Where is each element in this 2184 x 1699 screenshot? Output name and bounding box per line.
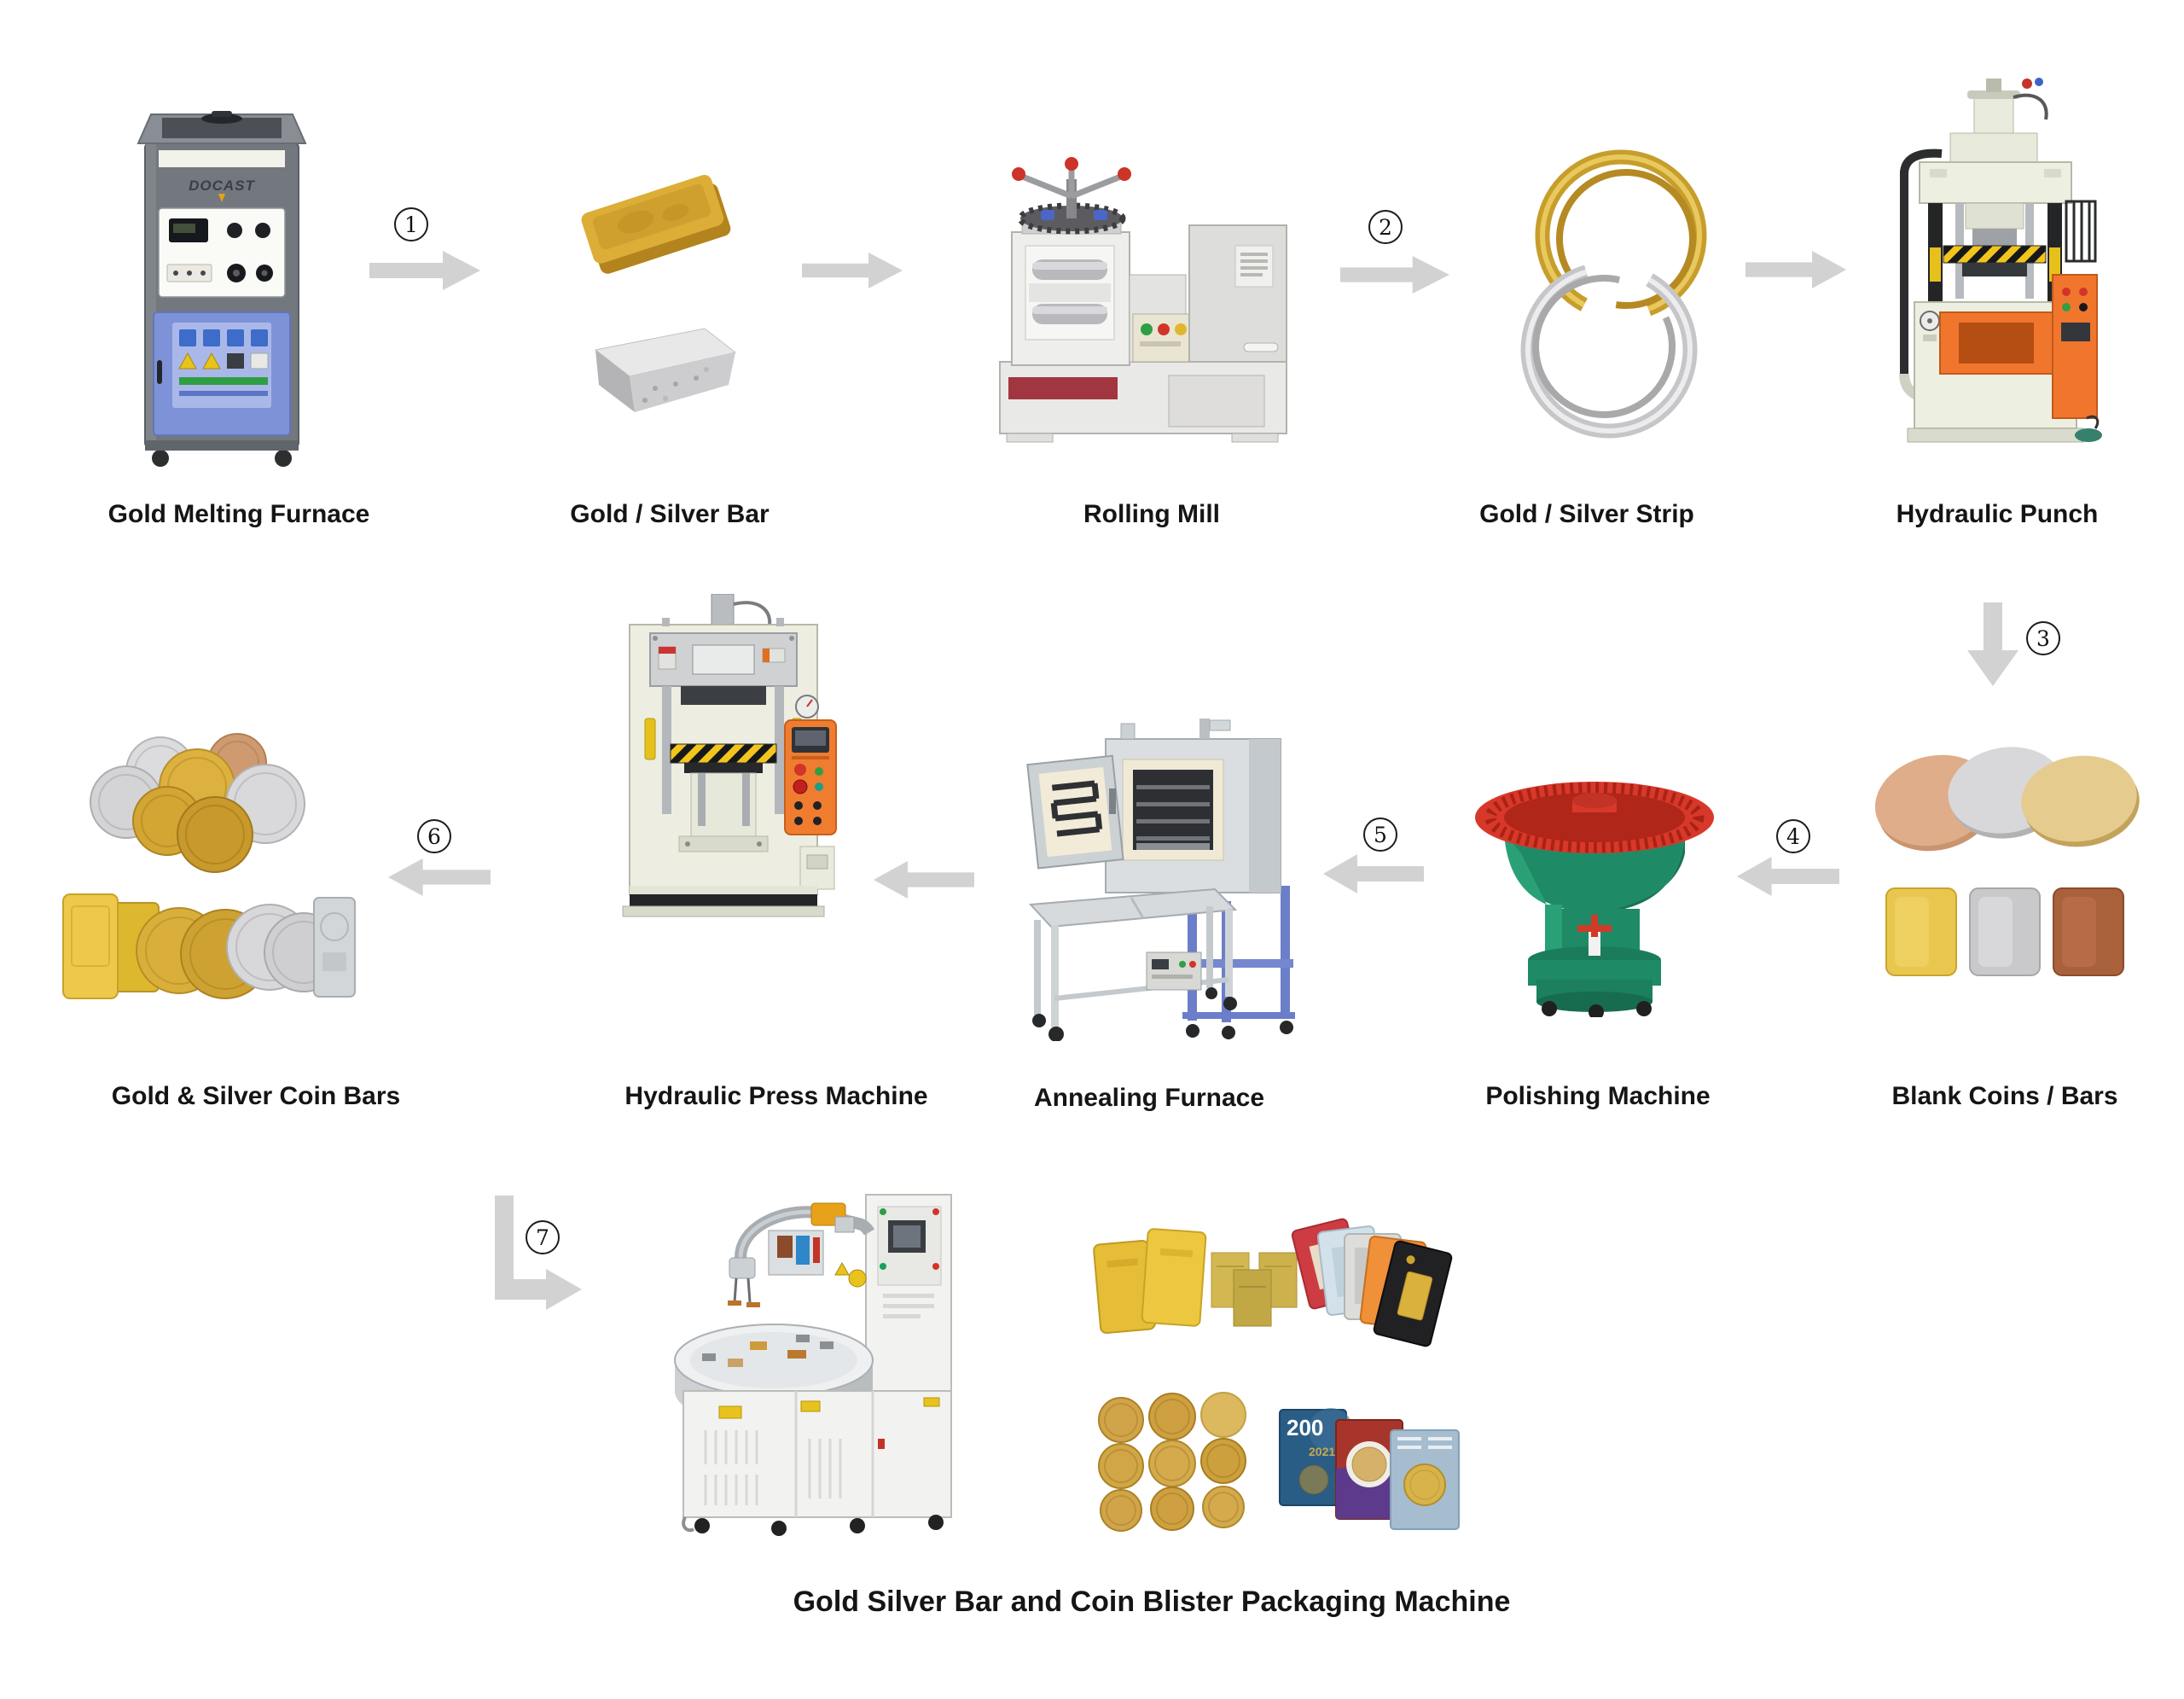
- label-hydraulic-press-machine: Hydraulic Press Machine: [624, 1082, 928, 1110]
- annealing-furnace-image: [1026, 719, 1295, 1041]
- gold-melting-furnace-illustration: DOCAST: [135, 104, 309, 469]
- blank-coins-bars-image: [1874, 747, 2140, 976]
- step-marker-5: 5: [1363, 817, 1397, 852]
- label-rolling-mill: Rolling Mill: [1083, 500, 1220, 528]
- gold-silver-coin-bars-image: [62, 733, 356, 999]
- label-gold-silver-strip: Gold / Silver Strip: [1479, 500, 1694, 528]
- flow-arrow-left-3: [874, 861, 974, 899]
- step-marker-6: 6: [417, 819, 451, 853]
- flow-arrow-down-1: [1967, 602, 2018, 686]
- rolling-mill-illustration: [991, 147, 1297, 445]
- label-gold-silver-bar: Gold / Silver Bar: [570, 500, 770, 528]
- gold-silver-coin-bars-illustration: [58, 724, 358, 1015]
- flow-arrow-right-1: [369, 251, 480, 290]
- label-gold-melting-furnace: Gold Melting Furnace: [107, 500, 370, 528]
- polishing-machine-image: [1475, 782, 1714, 1017]
- label-annealing-furnace: Annealing Furnace: [1033, 1084, 1265, 1112]
- flow-arrow-left-4: [388, 858, 491, 896]
- hydraulic-punch-image: [1899, 78, 2102, 443]
- flow-arrow-elbow-1: [495, 1196, 582, 1310]
- step-marker-1: 1: [394, 207, 428, 241]
- packaged-products-illustration: 200 2021: [1090, 1210, 1461, 1533]
- label-hydraulic-punch: Hydraulic Punch: [1896, 500, 2099, 528]
- flow-arrow-right-2: [802, 253, 903, 288]
- gold-silver-strip-image: [1520, 149, 1707, 439]
- annealing-furnace-illustration: [1020, 707, 1310, 1041]
- card-year-text: 2021: [1309, 1445, 1335, 1458]
- step-marker-3: 3: [2026, 621, 2060, 655]
- gold-melting-furnace-image: DOCAST: [136, 111, 307, 467]
- flow-arrow-right-3: [1340, 256, 1449, 294]
- furnace-brand-text: DOCAST: [189, 177, 255, 194]
- label-packaging-machine: Gold Silver Bar and Coin Blister Packagi…: [793, 1586, 1511, 1618]
- packaged-products-image: 200 2021: [1093, 1218, 1460, 1532]
- rolling-mill-image: [999, 157, 1287, 443]
- hydraulic-press-machine-illustration: [606, 594, 842, 954]
- card-number-text: 200: [1287, 1415, 1323, 1440]
- flow-arrow-right-4: [1745, 251, 1846, 288]
- flow-arrow-left-2: [1323, 854, 1424, 893]
- blister-packaging-machine-illustration: [668, 1183, 968, 1539]
- hydraulic-press-machine-image: [622, 594, 837, 917]
- step-marker-7: 7: [526, 1220, 560, 1254]
- step-marker-4: 4: [1776, 819, 1810, 853]
- blister-packaging-machine-image: [674, 1194, 952, 1536]
- blank-coins-bars-illustration: [1871, 739, 2142, 983]
- polishing-machine-illustration: [1470, 751, 1719, 1017]
- gold-silver-strip-illustration: [1491, 126, 1751, 444]
- gold-silver-bar-illustration: [570, 149, 775, 427]
- hydraulic-punch-illustration: [1885, 73, 2106, 449]
- label-polishing-machine: Polishing Machine: [1485, 1082, 1711, 1110]
- flow-arrow-left-1: [1737, 857, 1839, 896]
- gold-silver-bar-image: [581, 174, 737, 412]
- label-blank-coins-bars: Blank Coins / Bars: [1891, 1082, 2118, 1110]
- step-marker-2: 2: [1368, 210, 1403, 244]
- label-gold-silver-coin-bars: Gold & Silver Coin Bars: [111, 1082, 401, 1110]
